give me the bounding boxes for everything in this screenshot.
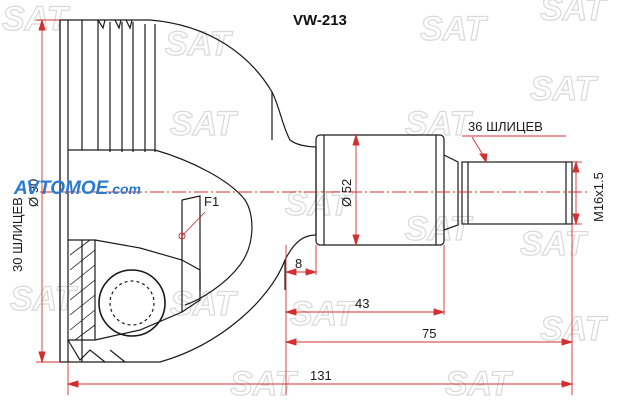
dimension-131: 131 — [310, 368, 332, 383]
thread-label: M16x1.5 — [591, 172, 606, 222]
logo-part-2: MOE — [65, 178, 110, 199]
dimension-43: 43 — [355, 296, 369, 311]
site-logo: AVTOMOE.com — [13, 178, 141, 199]
watermark-text: SAT — [445, 365, 514, 400]
watermark-text: SAT — [170, 285, 239, 323]
dimension-lines — [36, 18, 582, 395]
part-number: VW-213 — [293, 12, 347, 29]
joint-body — [59, 19, 317, 363]
dimension-8: 8 — [295, 256, 302, 271]
outer-diameter-label: Ø 90 — [26, 179, 41, 207]
watermark-text: SAT — [530, 70, 599, 108]
watermark-text: SAT — [290, 295, 359, 333]
watermark-text: SAT — [170, 105, 239, 143]
shaft-diameter-label: Ø 52 — [339, 179, 354, 207]
dimension-75: 75 — [422, 326, 436, 341]
watermark-text: SAT — [520, 225, 589, 263]
watermark-text: SAT — [285, 185, 354, 223]
stub-shaft — [315, 134, 573, 246]
f1-label: F1 — [204, 194, 219, 209]
watermark-text: SAT — [230, 365, 299, 400]
svg-text:AVTOMOE.com: AVTOMOE.com — [13, 178, 141, 199]
inner-splines-label: 36 ШЛИЦЕВ — [468, 119, 543, 134]
logo-part-3: .com — [108, 181, 141, 197]
outer-splines-label: 30 ШЛИЦЕВ — [10, 197, 25, 272]
section-hatch — [69, 239, 96, 341]
watermark-text: SAT — [420, 10, 489, 48]
watermark-text: SAT — [540, 0, 609, 28]
logo-part-1: AVTO — [13, 178, 65, 199]
watermark-text: SAT — [405, 210, 474, 248]
watermark-text: SAT — [405, 105, 474, 143]
